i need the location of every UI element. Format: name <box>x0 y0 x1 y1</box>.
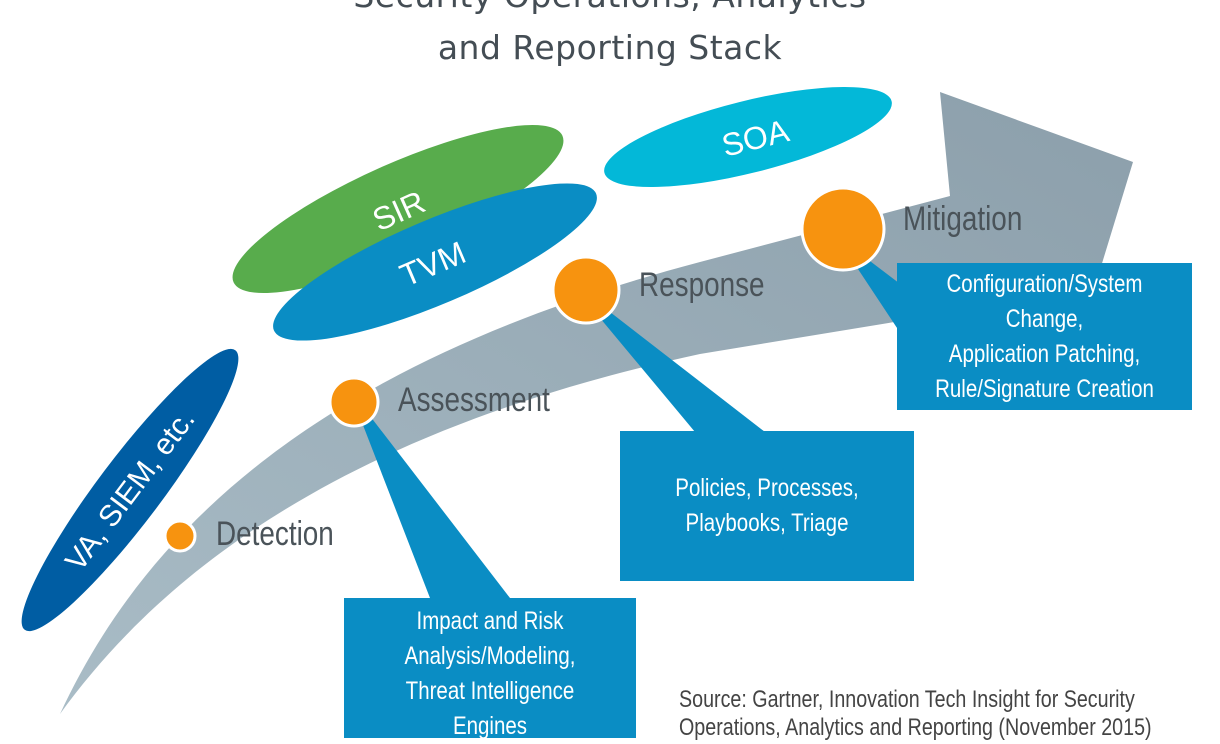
mitigation-callout-line: Configuration/System <box>946 269 1143 298</box>
response-connector <box>600 312 765 432</box>
response-callout-line: Policies, Processes, <box>675 474 859 502</box>
mitigation-callout: Configuration/System Change, Application… <box>897 263 1192 410</box>
detection-label: Detection <box>216 515 334 553</box>
response-callout: Policies, Processes, Playbooks, Triage <box>620 431 914 581</box>
response-label: Response <box>639 266 765 304</box>
assessment-label: Assessment <box>398 381 550 419</box>
assessment-callout-line: Threat Intelligence <box>405 677 575 705</box>
response-callout-line: Playbooks, Triage <box>685 509 849 537</box>
mitigation-callout-line: Rule/Signature Creation <box>935 374 1154 403</box>
assessment-callout-line: Engines <box>452 712 528 740</box>
source-line-2: Operations, Analytics and Reporting (Nov… <box>679 714 1152 741</box>
soa-ellipse: SOA <box>604 86 892 188</box>
assessment-callout-line: Analysis/Modeling, <box>404 642 576 670</box>
mitigation-callout-line: Application Patching, <box>948 339 1141 368</box>
assessment-node <box>328 376 380 428</box>
assessment-callout: Impact and Risk Analysis/Modeling, Threa… <box>344 598 636 740</box>
response-node <box>551 255 621 325</box>
tvm-ellipse: TVM <box>273 183 597 341</box>
mitigation-node <box>800 186 886 272</box>
detection-node <box>163 519 197 553</box>
assessment-connector <box>361 416 510 598</box>
mitigation-label: Mitigation <box>903 200 1023 238</box>
diagram-title-line-2: and Reporting Stack <box>437 28 783 67</box>
diagram-graphics: VA, SIEM, etc. SIR TVM SOA <box>21 86 1133 714</box>
diagram-title-line-1: Security Operations, Analytics <box>0 0 1220 15</box>
source-line-1: Source: Gartner, Innovation Tech Insight… <box>679 686 1135 713</box>
source-citation: Source: Gartner, Innovation Tech Insight… <box>679 686 1152 742</box>
assessment-callout-line: Impact and Risk <box>416 607 564 635</box>
mitigation-callout-line: Change, <box>1005 304 1084 333</box>
